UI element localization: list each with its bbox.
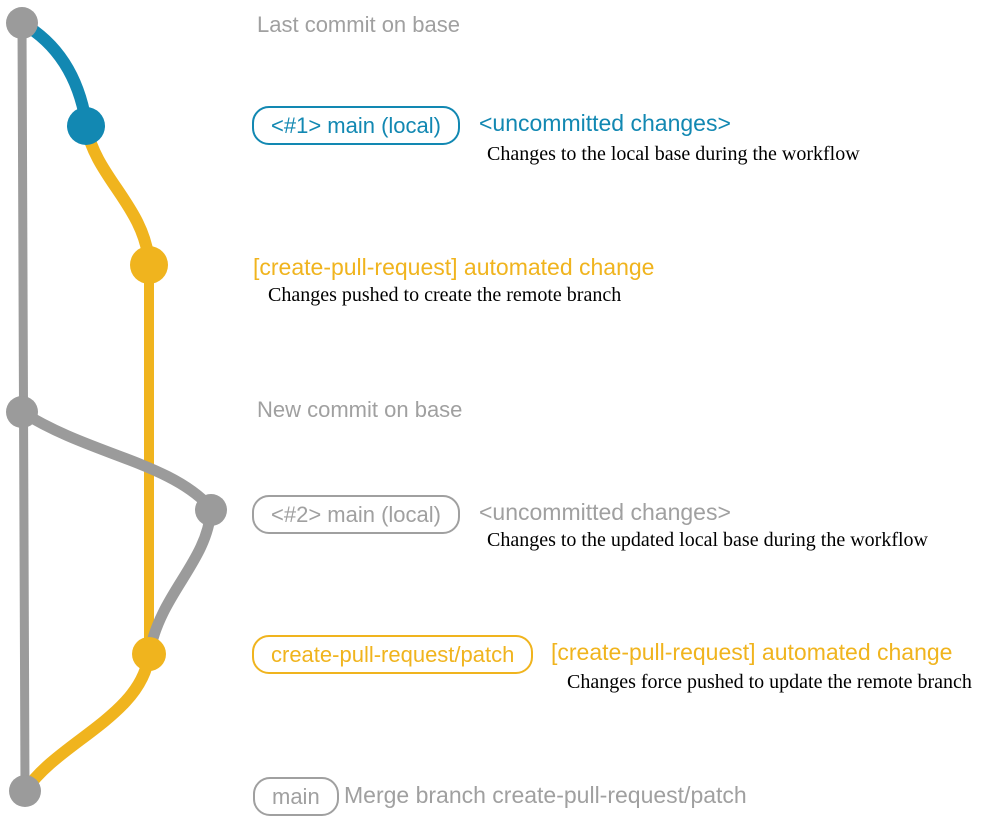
commit-dot-merge	[9, 775, 41, 807]
note-new-commit-on-base: New commit on base	[257, 397, 463, 422]
commit-dot-patch-1	[130, 246, 168, 284]
branch-badge-main-local-2: <#2> main (local)	[252, 495, 460, 534]
commit-dot-local-main-2	[195, 494, 227, 526]
commit-title-uncommitted-1: <uncommitted changes>	[479, 110, 731, 136]
commit-desc-uncommitted-1: Changes to the local base during the wor…	[487, 143, 860, 165]
edge-patch-to-merge	[20, 648, 155, 796]
commit-title-merge-branch: Merge branch create-pull-request/patch	[344, 782, 747, 808]
commit-title-automated-change-2: [create-pull-request] automated change	[551, 639, 953, 665]
commit-dot-patch-2	[132, 637, 166, 671]
commit-dot-base-new	[6, 396, 38, 428]
commit-dot-base-last	[6, 7, 38, 39]
commit-dot-local-main-1	[67, 107, 105, 145]
branch-badge-main: main	[253, 777, 339, 816]
note-last-commit-on-base: Last commit on base	[257, 12, 460, 37]
edge-base-to-local-1	[16, 17, 92, 128]
branch-badge-create-pull-request-patch: create-pull-request/patch	[252, 635, 534, 674]
edge-local-1-to-patch-1	[80, 120, 155, 268]
commit-desc-automated-change-1: Changes pushed to create the remote bran…	[268, 284, 622, 306]
branch-badge-main-local-1: <#1> main (local)	[252, 106, 460, 145]
edge-local-2-to-patch-2	[144, 504, 217, 656]
commit-title-uncommitted-2: <uncommitted changes>	[479, 499, 731, 525]
commit-title-automated-change-1: [create-pull-request] automated change	[253, 254, 655, 280]
edge-base-to-local-2	[16, 406, 217, 514]
commit-desc-uncommitted-2: Changes to the updated local base during…	[487, 529, 928, 551]
commit-desc-automated-change-2: Changes force pushed to update the remot…	[567, 671, 972, 693]
